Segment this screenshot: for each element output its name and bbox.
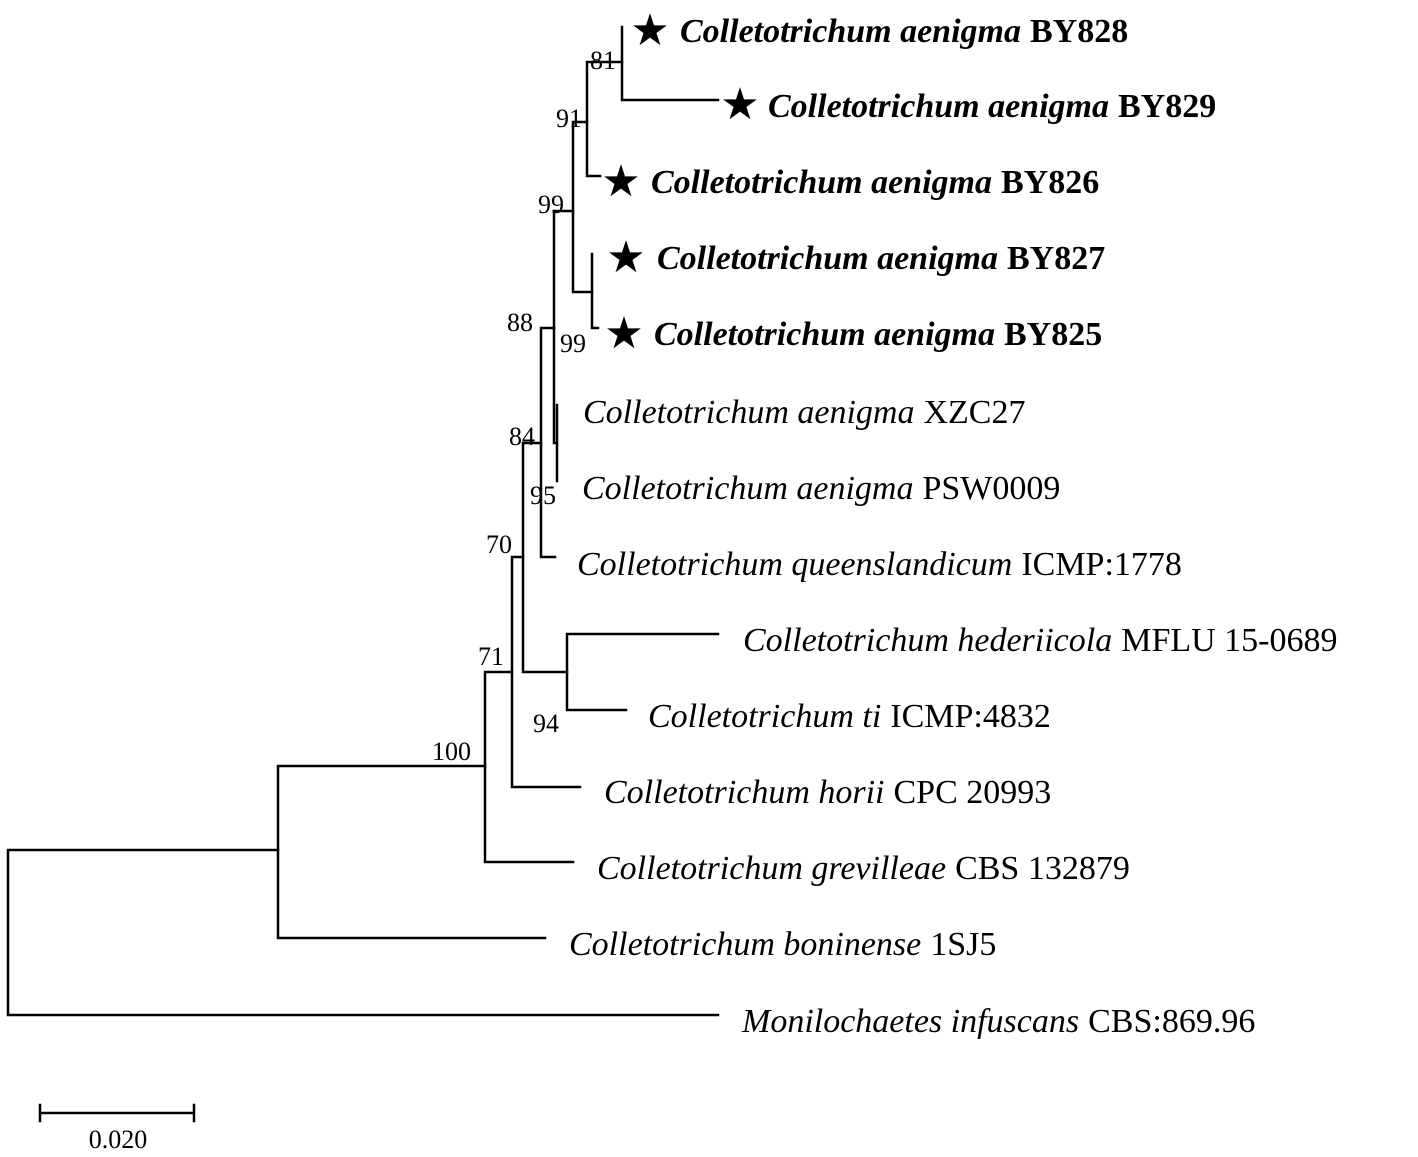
- support-value: 84: [509, 422, 535, 451]
- support-value: 81: [590, 46, 616, 75]
- star-icon: ★: [601, 156, 640, 207]
- scale-bar: 0.020: [38, 1103, 196, 1154]
- taxon-strain: BY828: [1030, 13, 1128, 50]
- taxon-strain: BY827: [1007, 240, 1105, 277]
- support-value: 94: [533, 709, 559, 738]
- star-icon: ★: [630, 5, 669, 56]
- branch-node-71: [510, 555, 582, 789]
- support-value: 99: [538, 190, 564, 219]
- taxon-strain: BY829: [1118, 88, 1216, 125]
- taxon-strain: BY825: [1004, 316, 1102, 353]
- tree-branches: [6, 25, 720, 1017]
- taxon-species: Colletotrichum aenigma: [582, 470, 913, 507]
- taxon-species: Colletotrichum hederiicola: [743, 622, 1112, 659]
- taxon-species: Colletotrichum aenigma: [768, 88, 1109, 125]
- support-value: 99: [560, 329, 586, 358]
- taxon-strain: CBS:869.96: [1088, 1003, 1255, 1040]
- support-value: 88: [507, 308, 533, 337]
- branch-node-99b: [590, 252, 600, 330]
- taxon-species: Colletotrichum grevilleae: [597, 850, 946, 887]
- taxon-species: Colletotrichum aenigma: [680, 13, 1021, 50]
- support-value: 91: [556, 104, 582, 133]
- taxon-strain: BY826: [1001, 164, 1099, 201]
- taxon-strain: 1SJ5: [930, 926, 996, 963]
- support-values: 81 91 99 99 88 84 95 70 71 94 100: [432, 46, 616, 766]
- taxon-species: Colletotrichum aenigma: [654, 316, 995, 353]
- support-value: 70: [486, 530, 512, 559]
- taxon-strain: MFLU 15-0689: [1121, 622, 1337, 659]
- branch-node-81: [620, 25, 720, 102]
- taxon-species: Colletotrichum aenigma: [651, 164, 992, 201]
- taxon-species: Colletotrichum aenigma: [657, 240, 998, 277]
- branch-root: [6, 848, 720, 1017]
- taxon-species: Colletotrichum boninense: [569, 926, 921, 963]
- star-icon: ★: [604, 308, 643, 359]
- branch-node-100: [483, 670, 575, 864]
- highlight-markers: ★ ★ ★ ★ ★: [601, 5, 759, 359]
- branch-node-91: [585, 60, 624, 178]
- scale-bar-label: 0.020: [89, 1125, 148, 1154]
- taxon-strain: CPC 20993: [894, 774, 1052, 811]
- taxon-species: Colletotrichum horii: [604, 774, 885, 811]
- taxon-species: Colletotrichum aenigma: [583, 394, 914, 431]
- support-value: 100: [432, 737, 471, 766]
- branch-node-94: [565, 632, 720, 712]
- support-value: 71: [478, 642, 504, 671]
- taxon-species: Colletotrichum ti: [648, 698, 881, 735]
- taxon-strain: CBS 132879: [955, 850, 1130, 887]
- scale-bar-line: [38, 1103, 196, 1123]
- branch-ingroup: [276, 764, 547, 940]
- support-value: 95: [530, 481, 556, 510]
- taxon-strain: PSW0009: [922, 470, 1060, 507]
- taxon-strain: ICMP:1778: [1021, 546, 1182, 583]
- star-icon: ★: [720, 79, 759, 130]
- taxon-species: Colletotrichum queenslandicum: [577, 546, 1012, 583]
- branch-node-99a: [571, 120, 594, 294]
- taxon-strain: ICMP:4832: [890, 698, 1051, 735]
- star-icon: ★: [606, 232, 645, 283]
- branch-node-84: [539, 326, 557, 559]
- branch-node-70: [521, 441, 569, 674]
- taxon-species: Monilochaetes infuscans: [741, 1003, 1079, 1040]
- taxon-strain: XZC27: [923, 394, 1025, 431]
